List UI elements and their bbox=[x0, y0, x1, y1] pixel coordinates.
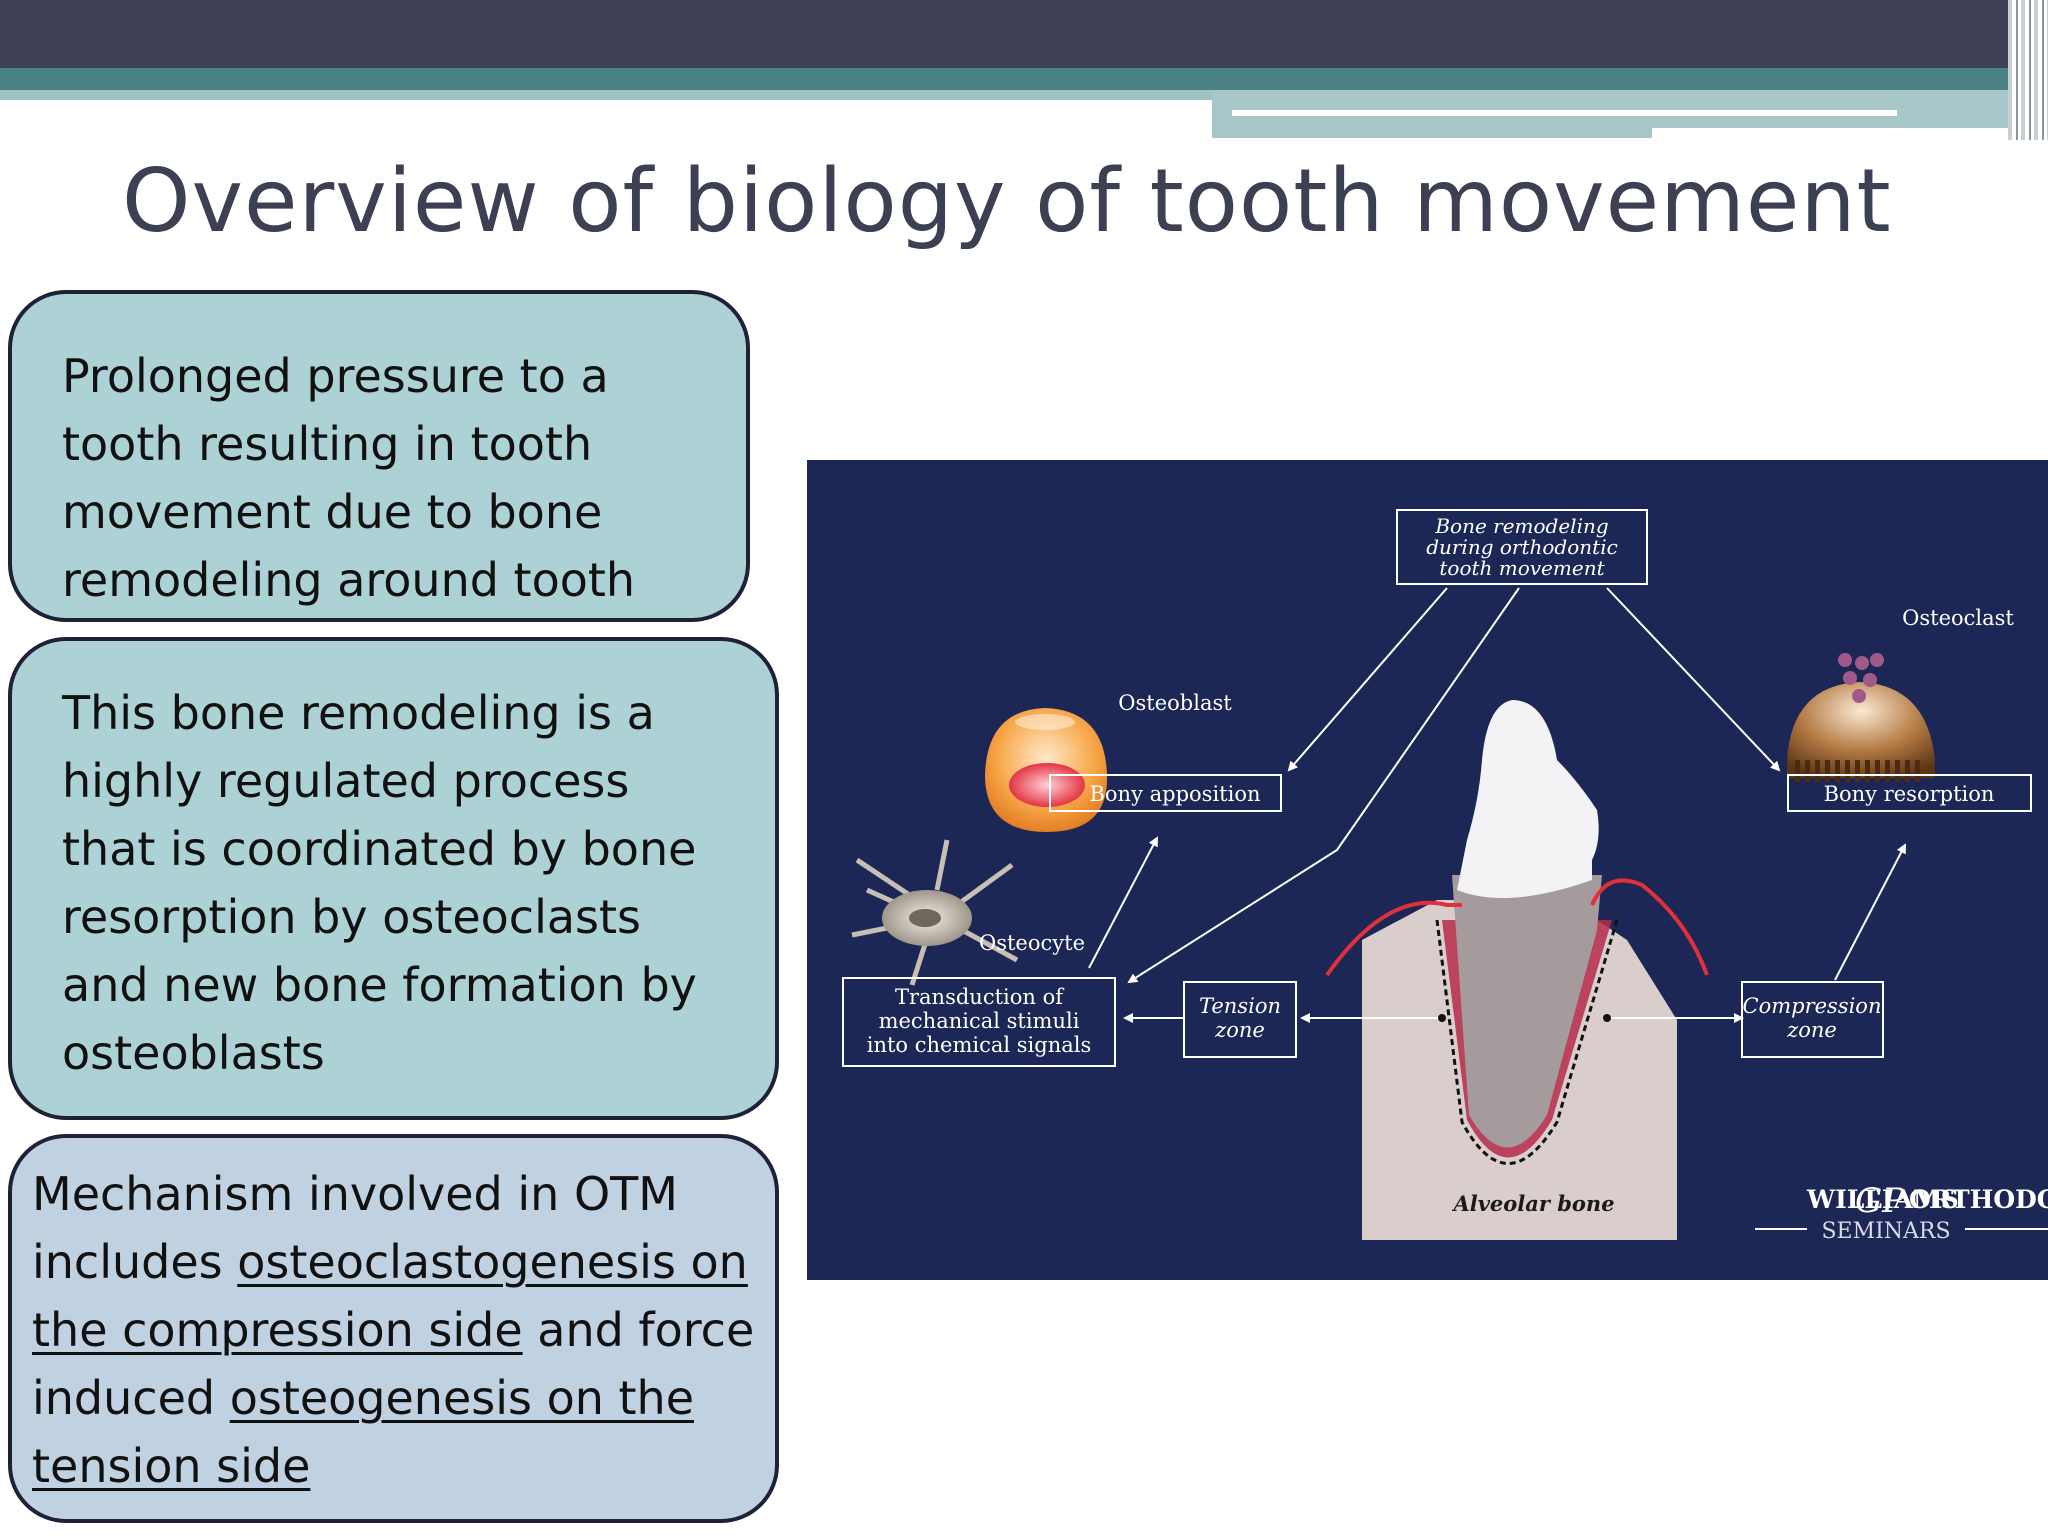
box3-line: Mechanism involved in OTM bbox=[32, 1160, 765, 1228]
box3-line: the compression side and force bbox=[32, 1296, 765, 1364]
box2-line: osteoblasts bbox=[62, 1026, 325, 1080]
header-line-white bbox=[1232, 110, 1897, 116]
box3-underlined-text: tension side bbox=[32, 1439, 311, 1493]
osteoclast-ruffled-border bbox=[1795, 760, 1920, 782]
label-bone-remodeling: Bone remodeling bbox=[1434, 514, 1608, 538]
tooth-root bbox=[1452, 875, 1602, 1148]
arrow-compression-to-resorption bbox=[1834, 843, 1906, 981]
arrow-to-transduction bbox=[1127, 587, 1520, 984]
box3-underlined-text: the compression side bbox=[32, 1303, 523, 1357]
box3-line: includes osteoclastogenesis on bbox=[32, 1228, 765, 1296]
text-box-regulation: This bone remodeling is a highly regulat… bbox=[8, 637, 779, 1120]
text-box-definition: Prolonged pressure to a tooth resulting … bbox=[8, 290, 750, 622]
gingiva-right bbox=[1590, 878, 1709, 976]
bone-remodeling-diagram: Bone remodeling during orthodontic tooth… bbox=[807, 460, 2048, 1280]
box1-line: tooth resulting in tooth bbox=[62, 417, 593, 471]
williams-gp-logo: WILLIAMS GP ORTHODONTIC SEMINARS bbox=[1755, 1181, 2048, 1244]
osteoblast-highlight bbox=[1015, 714, 1075, 730]
box-bone-remodeling bbox=[1396, 509, 1648, 585]
header-bar-light bbox=[0, 90, 1212, 100]
box2-line: resorption by osteoclasts bbox=[62, 890, 642, 944]
label-osteocyte: Osteocyte bbox=[979, 931, 1085, 955]
logo-gp: GP bbox=[1855, 1181, 1906, 1221]
box3-text: and force bbox=[522, 1303, 755, 1357]
osteocyte-cell bbox=[851, 839, 1019, 986]
box3-line: tension side bbox=[32, 1432, 765, 1500]
logo-williams: WILLIAMS bbox=[1806, 1185, 1959, 1214]
compression-point bbox=[1603, 1014, 1611, 1022]
pdl-border bbox=[1435, 919, 1619, 1165]
tooth-crown bbox=[1457, 700, 1599, 898]
box1-line: remodeling around tooth bbox=[62, 553, 636, 607]
box3-text: Mechanism involved in OTM bbox=[32, 1167, 678, 1221]
box3-line: induced osteogenesis on the bbox=[32, 1364, 765, 1432]
label-bone-remodeling: tooth movement bbox=[1439, 556, 1605, 580]
text-box-mechanism: Mechanism involved in OTM includes osteo… bbox=[8, 1134, 779, 1523]
header-stripes bbox=[2008, 0, 2048, 140]
box3-text: induced bbox=[32, 1371, 230, 1425]
label-transduction: mechanical stimuli bbox=[879, 1009, 1080, 1033]
logo-orthodontic: ORTHODONTIC bbox=[1909, 1185, 2048, 1214]
label-tension-zone: zone bbox=[1214, 1018, 1265, 1042]
label-osteoclast: Osteoclast bbox=[1902, 606, 2014, 630]
box-compression-zone bbox=[1741, 981, 1884, 1058]
label-bone-remodeling: during orthodontic bbox=[1426, 535, 1618, 559]
box-bony-resorption bbox=[1787, 774, 2032, 812]
header-bar-dark bbox=[0, 0, 2048, 68]
box3-underlined-text: osteogenesis on the bbox=[229, 1371, 694, 1425]
tension-point bbox=[1438, 1014, 1446, 1022]
osteoclast-cell bbox=[1787, 682, 1935, 778]
osteoclast-nuclei bbox=[1838, 653, 1884, 703]
box2-line: This bone remodeling is a bbox=[62, 686, 655, 740]
label-transduction: into chemical signals bbox=[867, 1033, 1092, 1057]
label-compression-zone: Compression bbox=[1743, 994, 1882, 1018]
header-line-white-2 bbox=[1652, 128, 2012, 138]
label-transduction: Transduction of bbox=[895, 985, 1065, 1009]
arrow-to-bony-resorption bbox=[1606, 587, 1781, 772]
label-osteoblast: Osteoblast bbox=[1118, 691, 1232, 715]
logo-seminars: SEMINARS bbox=[1821, 1219, 1950, 1244]
box-bony-apposition bbox=[1049, 774, 1282, 812]
arrow-to-bony-apposition bbox=[1287, 587, 1448, 772]
label-alveolar-bone: Alveolar bone bbox=[1451, 1191, 1614, 1216]
label-tension-zone: Tension bbox=[1199, 994, 1281, 1018]
box2-line: and new bone formation by bbox=[62, 958, 697, 1012]
arrow-transduction-to-apposition bbox=[1088, 836, 1158, 969]
box2-line: highly regulated process bbox=[62, 754, 630, 808]
osteoblast-nucleus bbox=[1009, 763, 1085, 807]
box3-text: includes bbox=[32, 1235, 238, 1289]
header-bar-teal bbox=[0, 68, 2048, 90]
box3-underlined-text: osteoclastogenesis on bbox=[237, 1235, 748, 1289]
label-compression-zone: zone bbox=[1786, 1018, 1837, 1042]
box1-line: movement due to bone bbox=[62, 485, 603, 539]
label-bony-apposition: Bony apposition bbox=[1089, 782, 1260, 806]
box-tension-zone bbox=[1183, 981, 1297, 1058]
box1-line: Prolonged pressure to a bbox=[62, 349, 609, 403]
box-transduction bbox=[842, 977, 1116, 1067]
box2-line: that is coordinated by bone bbox=[62, 822, 697, 876]
slide-title: Overview of biology of tooth movement bbox=[122, 150, 1892, 252]
gingiva-left bbox=[1325, 900, 1462, 977]
label-bony-resorption: Bony resorption bbox=[1824, 782, 1995, 806]
